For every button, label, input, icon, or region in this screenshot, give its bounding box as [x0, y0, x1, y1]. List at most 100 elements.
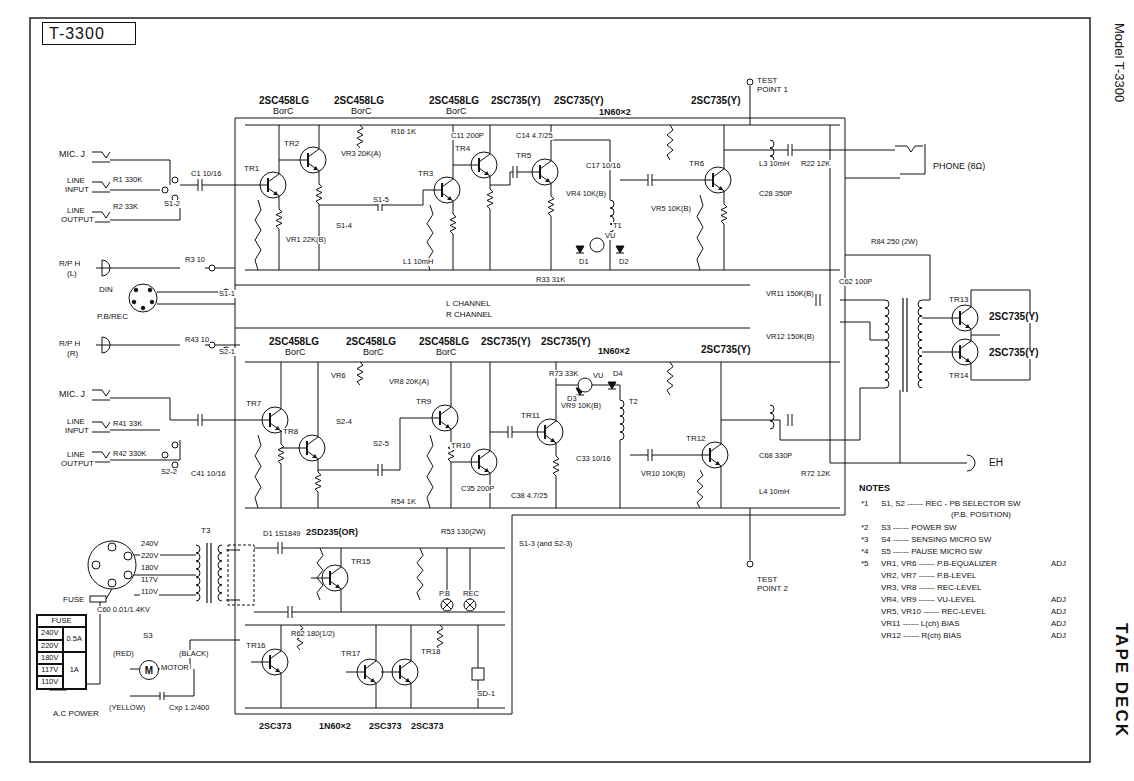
jack-symbol	[92, 422, 110, 432]
schematic-label: C33 10/16	[575, 455, 612, 463]
schematic-label: 220V	[140, 552, 160, 560]
schematic-label: R53 130(2W)	[440, 528, 487, 536]
transistor-lead	[521, 172, 540, 173]
transistor-lead	[268, 125, 279, 182]
transistor-lead	[249, 185, 268, 186]
wire	[245, 362, 840, 363]
coil-symbol	[620, 400, 624, 440]
resistor-symbol	[255, 435, 261, 508]
diode-symbol	[608, 382, 616, 389]
wire	[620, 180, 694, 181]
emitter-arrow	[275, 426, 280, 430]
capacitor-plate	[378, 464, 379, 476]
emitter-arrow	[718, 186, 723, 190]
note-text: (P.B. POSITION)	[950, 511, 1012, 519]
schematic-label: TR10	[450, 442, 472, 450]
note-text: *3	[860, 536, 870, 544]
emitter-arrow	[965, 358, 970, 362]
transistor-symbol	[521, 125, 558, 270]
wire	[922, 318, 941, 319]
pilot-lamp	[441, 599, 453, 611]
schematic-label: VR3 20K(A)	[340, 150, 382, 158]
schematic-label: TR12	[685, 435, 707, 443]
schematic-label: LINE	[66, 207, 86, 215]
transistor-lead	[365, 625, 376, 669]
emitter-arrow	[545, 178, 550, 182]
note-text: VR4, VR9 ------ VU-LEVEL	[880, 596, 977, 604]
jack-symbol	[92, 182, 110, 192]
capacitor-gap	[788, 414, 792, 426]
schematic-label: TR17	[340, 650, 362, 658]
transistor-lead	[381, 672, 400, 673]
schematic-label: R3 10	[184, 256, 206, 264]
side-title: TAPE DECK	[1112, 622, 1130, 739]
schematic-label: R54 1K	[390, 498, 417, 506]
resistor-symbol	[417, 548, 423, 600]
note-text: VR5, VR10 ------ REC-LEVEL	[880, 608, 987, 616]
wire	[245, 625, 505, 626]
wire	[750, 508, 751, 560]
transistor-lead	[710, 458, 721, 508]
emitter-arrow	[965, 324, 970, 328]
transistor-lead	[460, 462, 479, 463]
transistor-lead	[251, 662, 270, 663]
note-text: ADJ	[1050, 560, 1067, 568]
diodes	[576, 246, 624, 395]
table-cell: 1A	[63, 652, 86, 689]
schematic-label: DIN	[98, 286, 114, 294]
transistor-lead	[960, 321, 971, 335]
schematic-label: INPUT	[64, 427, 90, 435]
transistor-symbol	[346, 625, 383, 708]
page-frame	[30, 18, 1090, 762]
wire	[922, 352, 941, 353]
note-text: *4	[860, 548, 870, 556]
selector-tap	[92, 561, 100, 569]
schematic-label: S3	[142, 632, 154, 640]
note-text: *1	[860, 500, 870, 508]
transistor-lead	[308, 163, 322, 270]
schematic-label: VR8 20K(A)	[388, 378, 430, 386]
schematic-label: 2SC373	[258, 722, 293, 731]
capacitor-gap	[198, 179, 202, 191]
wire	[130, 669, 139, 670]
schematic-label: C41 10/16	[190, 470, 227, 478]
note-text: ADJ	[1050, 608, 1067, 616]
coil-symbol	[218, 545, 222, 601]
wire	[110, 398, 251, 420]
schematic-label: TR14	[948, 372, 970, 380]
capacitor-plate	[648, 174, 649, 186]
transistor-lead	[479, 168, 493, 270]
schematic-label: MIC. J	[58, 150, 86, 159]
transistor-lead	[330, 581, 341, 612]
note-text: VR1, VR6 ------ P.B-EQUALIZER	[880, 560, 998, 568]
schematic-label: S2-4	[335, 418, 353, 426]
schematic-label: T2	[628, 398, 639, 406]
jacks	[92, 152, 110, 462]
capacitor-plate	[512, 426, 513, 438]
voltage-selector	[88, 541, 136, 589]
transistor-lead	[960, 335, 971, 349]
schematic-label: BorC	[284, 348, 307, 357]
resistor-symbol	[437, 625, 443, 650]
schematic-label: BorC	[435, 348, 458, 357]
note-text: *5	[860, 560, 870, 568]
transistor-lead	[694, 180, 713, 181]
schematic-label: S2-2	[160, 468, 178, 476]
capacitor-symbol	[648, 174, 652, 186]
wire	[319, 190, 423, 205]
capacitor-gap	[513, 166, 517, 178]
schematic-label: TR6	[688, 160, 705, 168]
schematic-label: TEST	[756, 576, 778, 584]
title-box: T-3300	[42, 22, 136, 45]
capacitor-plate	[198, 179, 199, 191]
schematic-label: S1-3 (and S2-3)	[518, 540, 573, 548]
pilot-lamp	[464, 599, 476, 611]
wiring	[66, 86, 1030, 714]
transistor-symbol	[694, 125, 731, 270]
capacitor-plate	[816, 294, 817, 306]
resistors	[255, 125, 703, 650]
phone-jack	[895, 144, 925, 174]
transistor-lead	[289, 160, 308, 161]
coil-symbol	[770, 405, 774, 429]
wire	[453, 165, 460, 166]
